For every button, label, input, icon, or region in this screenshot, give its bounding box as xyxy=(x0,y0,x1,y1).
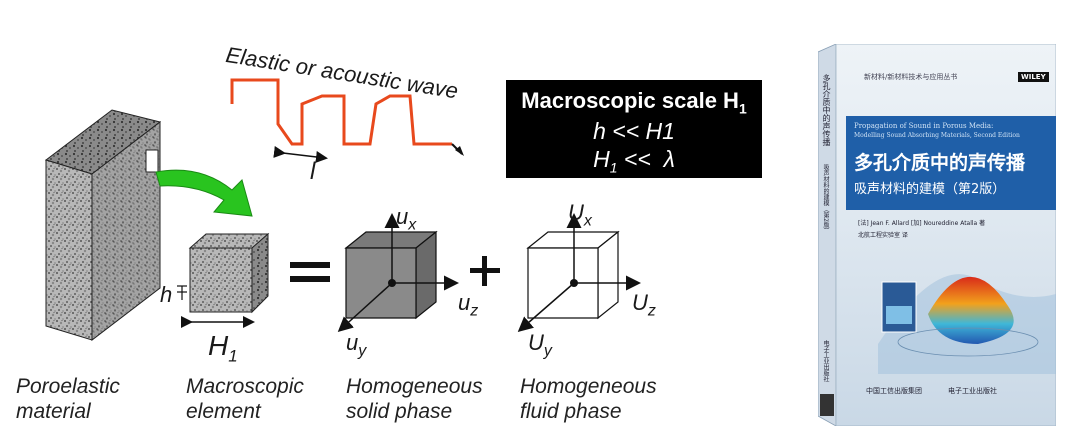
book-spine-publisher: 电子工业出版社 xyxy=(822,340,829,382)
solid-ux-label: ux xyxy=(396,204,417,234)
poroelastic-slab xyxy=(44,109,162,342)
book-translator: 北航工程实验室 译 xyxy=(858,232,908,239)
book-graphics xyxy=(818,44,1056,426)
solid-uz-label: uz xyxy=(458,290,479,320)
square-wave xyxy=(230,78,464,156)
plus-sign xyxy=(470,256,500,286)
book-subtitle-cn: 吸声材料的建模（第2版） xyxy=(854,182,1006,197)
macro-title: Macroscopic scale H1 xyxy=(521,88,747,117)
macro-relation-1: h << H1 xyxy=(593,118,675,144)
fluid-Uz-label: Uz xyxy=(632,290,656,320)
macroscopic-cube xyxy=(177,232,270,328)
solid-phase-cube xyxy=(337,213,459,333)
book-english-title-1: Propagation of Sound in Porous Media: xyxy=(854,122,994,130)
fluid-Ux-label: Ux xyxy=(568,200,592,230)
fluid-Uy-label: Uy xyxy=(528,330,552,360)
book-spine-title: 多孔介质中的声传播 xyxy=(822,74,831,146)
H1-label: H1 xyxy=(208,330,238,366)
book-title-cn: 多孔介质中的声传播 xyxy=(854,152,1026,174)
macroscopic-scale-box: Macroscopic scale H1 h << H1 H1 << λ xyxy=(506,80,762,178)
book-spine-subtitle: 吸声材料的建模（第2版） xyxy=(822,164,829,234)
book-english-title-2: Modelling Sound Absorbing Materials, Sec… xyxy=(854,132,1020,139)
equals-sign xyxy=(290,262,330,282)
book-bottom-logo-1: 中国工信出版集团 xyxy=(866,387,922,395)
h-label: h xyxy=(160,282,173,307)
solid-uy-label: uy xyxy=(346,330,367,360)
book-authors: [法] Jean F. Allard [加] Noureddine Atalla… xyxy=(858,220,986,227)
book-bottom-logo-2: 电子工业出版社 xyxy=(948,387,997,395)
book-series: 新材料/新材料技术与应用丛书 xyxy=(864,73,958,81)
wavelength-arrow xyxy=(273,145,328,163)
book-cover: 新材料/新材料技术与应用丛书 WILEY Propagation of Soun… xyxy=(818,44,1056,426)
green-arrow xyxy=(155,169,253,217)
macro-relation-2: H1 << λ xyxy=(593,146,675,176)
wavelength-label: l xyxy=(310,158,316,185)
fluid-phase-cube xyxy=(517,213,641,332)
book-publisher-logo: WILEY xyxy=(1018,72,1049,82)
